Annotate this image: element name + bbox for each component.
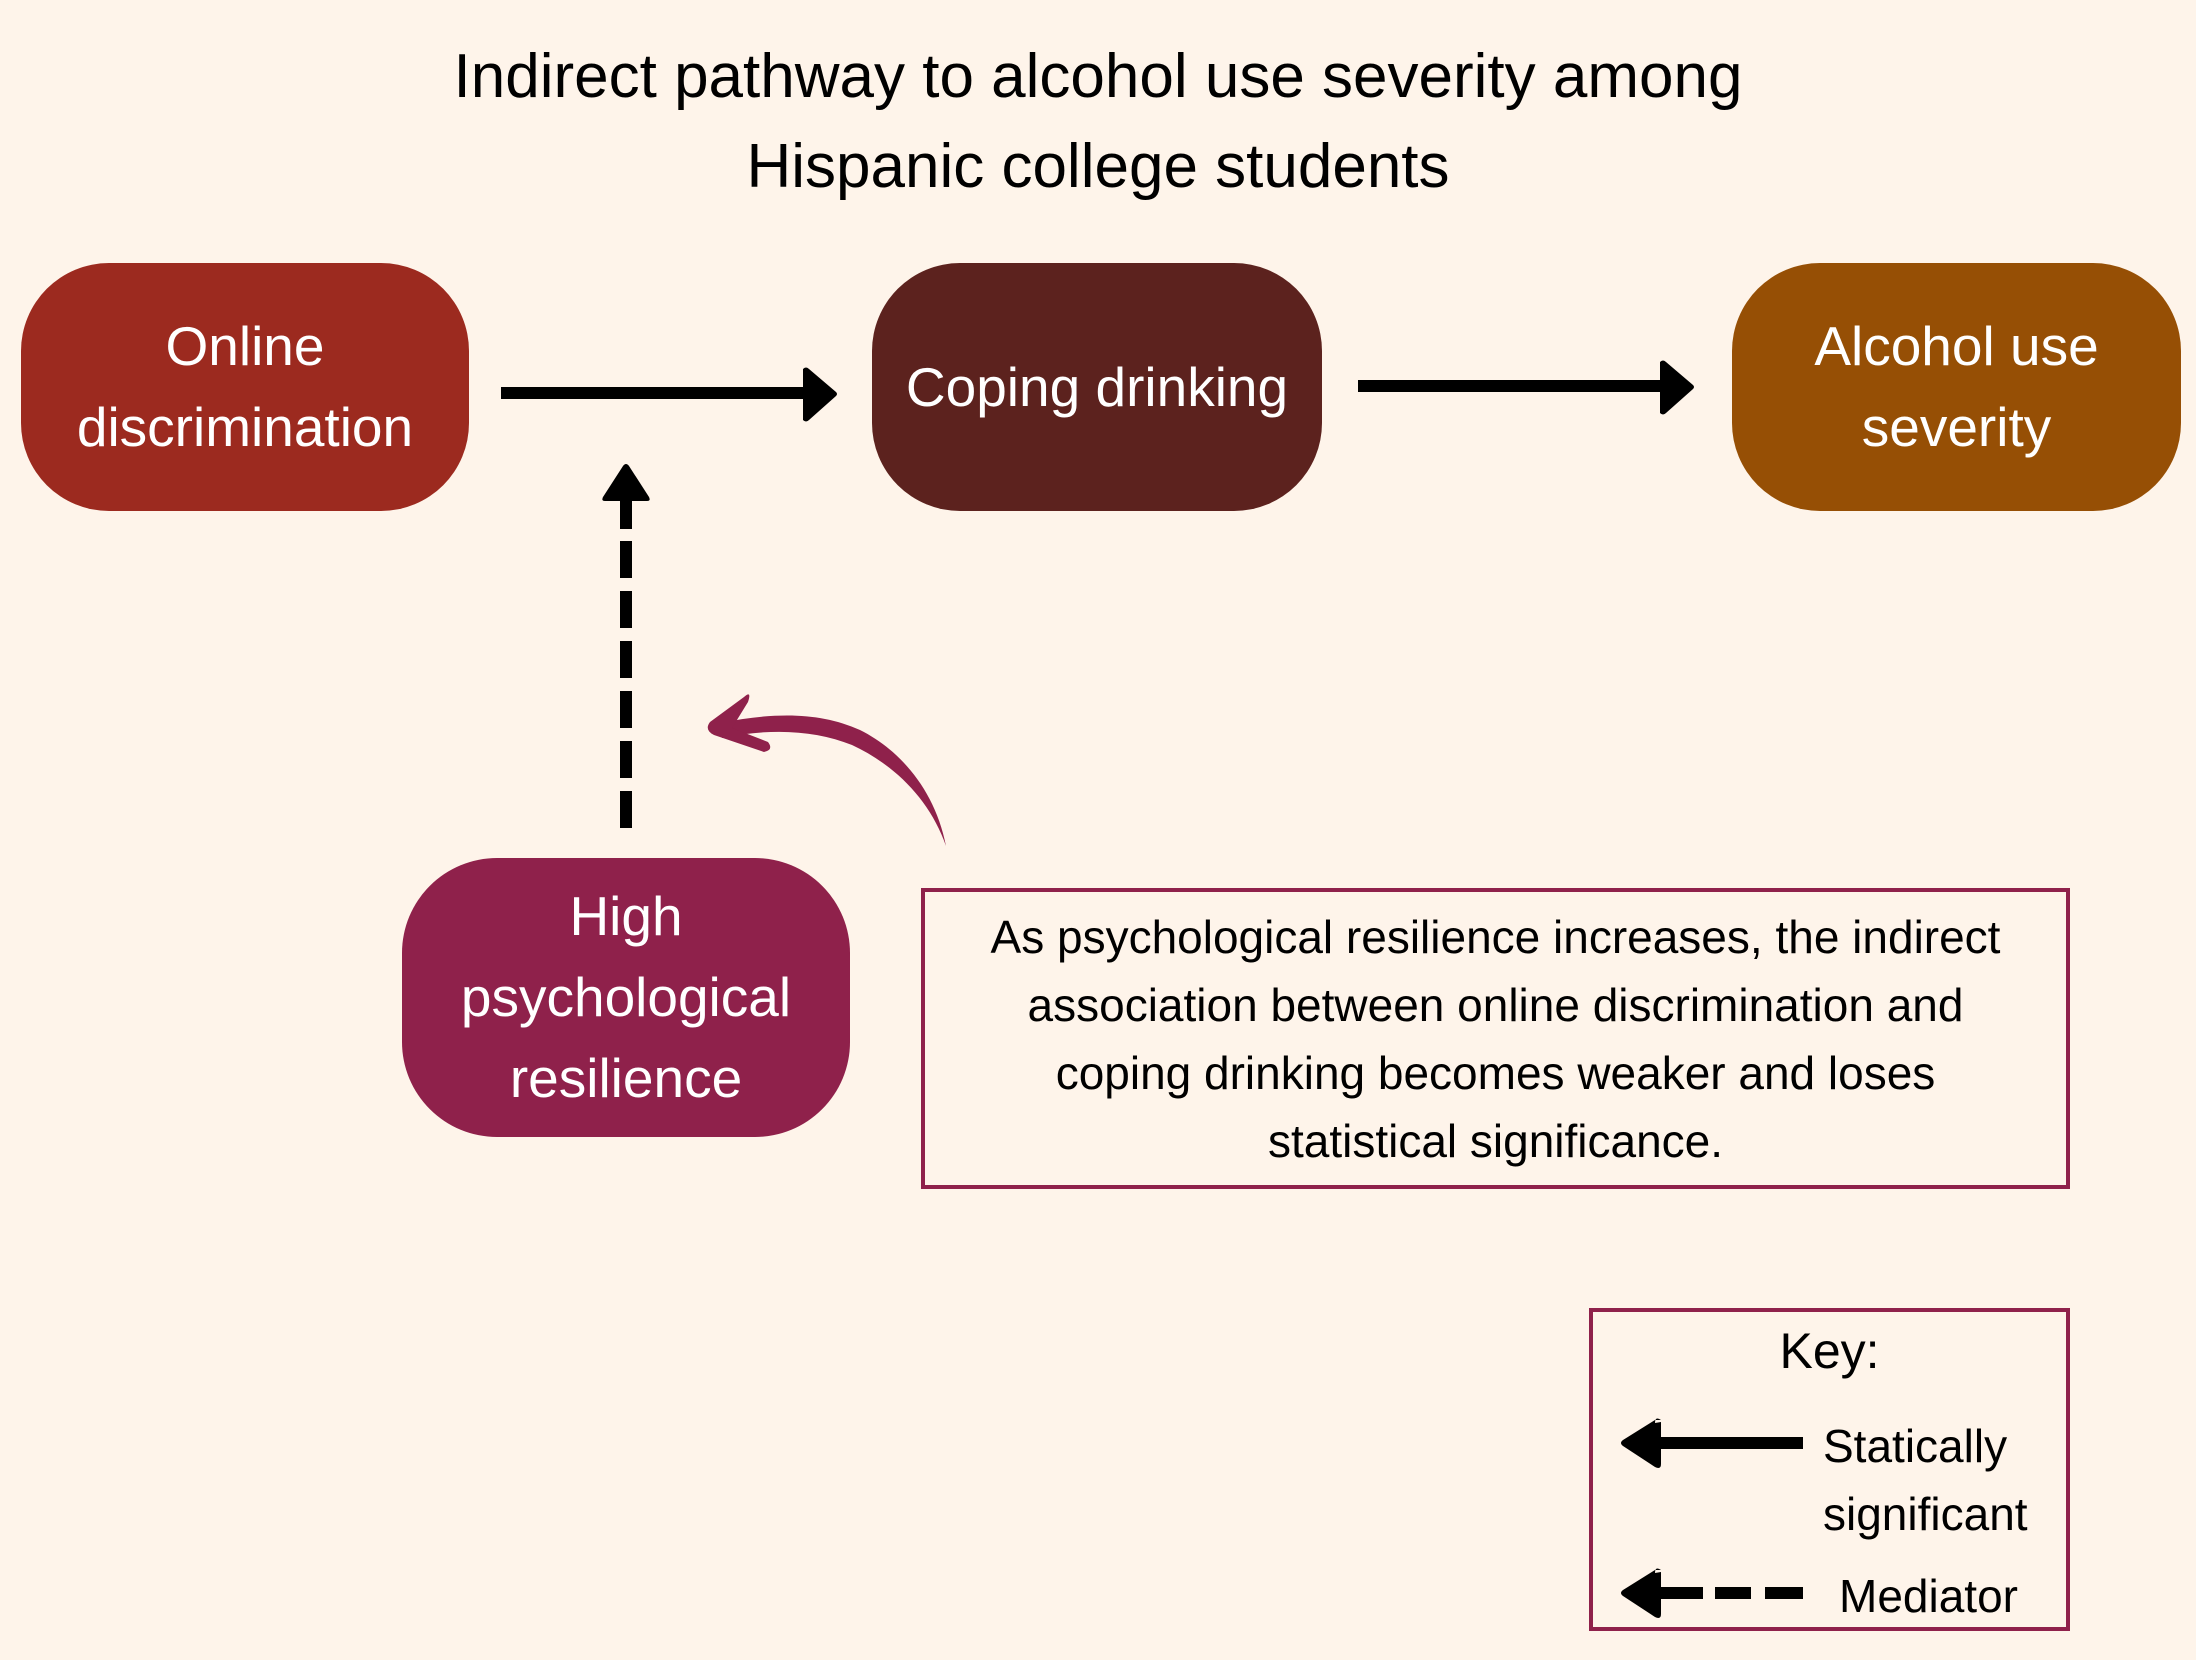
node-online-discrimination: Online discrimination (21, 263, 469, 511)
legend-label-line: significant (1823, 1488, 2028, 1540)
arrow-dash (620, 691, 632, 728)
arrow-shaft (501, 387, 806, 399)
arrow-head (1621, 1418, 1661, 1468)
node-coping-drinking: Coping drinking (872, 263, 1322, 511)
arrow-dash (1765, 1587, 1803, 1599)
node-label-line: Coping drinking (905, 355, 1289, 418)
legend-key: Key: Statically significant Mediator (1589, 1308, 2070, 1631)
explanation-note: As psychological resilience increases, t… (921, 888, 2070, 1189)
diagram-title-line-2: Hispanic college students (746, 132, 1450, 201)
node-label-line: severity (1861, 396, 2052, 458)
legend-symbols (1621, 1418, 1803, 1618)
arrow-head (803, 367, 837, 422)
arrow-dash (620, 741, 632, 778)
node-label-line: Online (165, 315, 325, 377)
node-label-line: resilience (509, 1047, 743, 1109)
node-alcohol-use-severity: Alcohol use severity (1732, 263, 2181, 511)
node-label-line: discrimination (76, 396, 414, 458)
note-line: As psychological resilience increases, t… (990, 910, 2001, 963)
node-label-line: psychological (460, 966, 792, 1028)
note-line: coping drinking becomes weaker and loses (1055, 1046, 1936, 1099)
arrow-dash (620, 591, 632, 628)
node-high-psychological-resilience: High psychological resilience (402, 858, 850, 1137)
diagram-title-line-1: Indirect pathway to alcohol use severity… (453, 42, 1743, 111)
node-label-line: High (569, 885, 683, 947)
arrow-shaft (1659, 1587, 1703, 1599)
legend-label-line: Mediator (1839, 1570, 2018, 1622)
arrow-shaft (1358, 380, 1663, 392)
legend-label-line: Statically (1823, 1420, 2008, 1472)
arrow-dash (620, 791, 632, 828)
arrow-dashed-mediator (602, 464, 650, 828)
arrow-online-to-coping (501, 367, 837, 422)
arrow-head (1621, 1568, 1661, 1618)
legend-dashed-arrow-icon (1621, 1568, 1803, 1618)
legend-label-significant: Statically significant (1823, 1412, 2028, 1548)
arrow-head (602, 464, 650, 501)
arrow-dash (620, 641, 632, 678)
arrow-head (1660, 360, 1694, 415)
legend-label-mediator: Mediator (1839, 1562, 2018, 1630)
note-line: association between online discriminatio… (1027, 978, 1964, 1031)
curved-arrow-stroke (720, 715, 946, 846)
curved-arrow-head (707, 694, 771, 752)
arrow-dash (620, 541, 632, 578)
curved-pointer-arrow (707, 694, 946, 846)
legend-solid-arrow-icon (1621, 1418, 1803, 1468)
arrow-shaft (620, 500, 632, 529)
node-label-line: Alcohol use (1814, 315, 2099, 377)
arrow-shaft (1648, 1437, 1803, 1449)
note-line: statistical significance. (1267, 1114, 1724, 1167)
arrow-dash (1715, 1587, 1751, 1599)
arrow-coping-to-alcohol (1358, 360, 1694, 415)
legend-title: Key: (1779, 1323, 1880, 1379)
